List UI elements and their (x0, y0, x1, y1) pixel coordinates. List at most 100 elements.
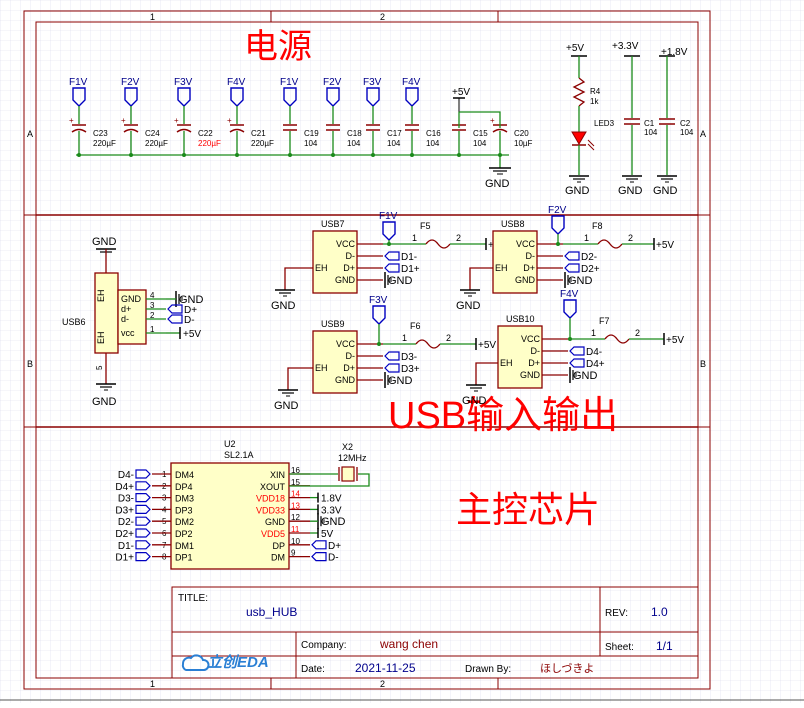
value-c23: 220µF (93, 139, 116, 148)
power-port-f2v-5-label: F2V (323, 77, 342, 88)
u2-net-d2p: D2+ (115, 528, 151, 540)
usb8-port: F2V (548, 205, 567, 235)
u2-net-1p8v: 1.8V (321, 494, 342, 505)
usb9-net-dp: D3+ (384, 363, 420, 375)
usb9-gnd-label: GND (388, 375, 413, 387)
title-block: TITLE: usb_HUB REV: 1.0 Company: wang ch… (171, 586, 699, 679)
usb8-pin-dp: D+ (523, 263, 535, 273)
usb8-eh-gnd-label: GND (456, 300, 481, 312)
crystal-x2: X2 12MHz (289, 442, 370, 487)
u2-pin-dm1: DM1 (175, 541, 194, 551)
usb6-gnd-top-label: GND (92, 236, 117, 248)
r4-ref: R4 (590, 87, 601, 96)
usb10-fuse-ref: F7 (599, 316, 610, 326)
u2-net-dp: D+ (311, 540, 341, 552)
usb9-fuse-pin2: 2 (446, 333, 451, 343)
usb7-net-dm-text: D1- (401, 252, 417, 263)
u2-net-d4m-text: D4- (118, 470, 134, 481)
usb6-pinnum-4: 4 (150, 291, 155, 300)
u2-pin-dp4: DP4 (175, 482, 193, 492)
u2-pinnum-11: 11 (291, 525, 300, 534)
polarity-c22: + (174, 116, 179, 125)
usb10-net-dp-text: D4+ (586, 359, 605, 370)
usb10-gnd-label: GND (573, 370, 598, 382)
company-value: wang chen (379, 637, 438, 651)
usb7-pin-dm: D- (346, 251, 356, 261)
usb7-port: F1V (379, 211, 398, 241)
usb10-fuse-symbol (604, 334, 630, 344)
sheet-value: 1/1 (656, 639, 673, 653)
usb8-gnd-label: GND (568, 275, 593, 287)
u2-pin-vdd33: VDD33 (256, 505, 285, 515)
polarity-c23: + (69, 116, 74, 125)
usb8-net-dm: D2- (564, 251, 597, 263)
u2-pin-dp3: DP3 (175, 505, 193, 515)
usb7-fuse-pin2: 2 (456, 233, 461, 243)
ref-c16: C16 (426, 129, 441, 138)
u2-pin-vdd5: VDD5 (261, 529, 285, 539)
row-label-b-right: B (700, 359, 706, 369)
u2-pinnum-14: 14 (291, 490, 300, 499)
title-label: TITLE: (178, 593, 208, 604)
usb6-pinnum-3: 3 (150, 301, 155, 310)
u2-net-dm: D- (311, 551, 339, 564)
usb8-out-label: +5V (656, 240, 674, 251)
controller-u2: U2 SL2.1A DM41D4-DP42D4+DM33D3-DP34D3+DM… (115, 439, 346, 570)
usb9-pin-dm: D- (346, 351, 356, 361)
usb10-net-dm: D4- (569, 346, 602, 358)
usb7-eh: EH (315, 263, 328, 273)
value-c17: 104 (387, 139, 401, 148)
sheet-label: Sheet: (605, 642, 634, 653)
power-section-title: 电源 (244, 28, 312, 66)
usb10-fuse-pin2: 2 (635, 328, 640, 338)
usb10-net-dm-text: D4- (586, 347, 602, 358)
company-label: Company: (301, 640, 347, 651)
usb6-eh-top: EH (96, 289, 106, 302)
r4-value: 1k (590, 97, 599, 106)
usb6-net-dm: D- (167, 314, 195, 326)
led-supply-label: +5V (566, 43, 584, 54)
value-c18: 104 (347, 139, 361, 148)
u2-pin-gnd: GND (265, 517, 286, 527)
usb8-fuse-ref: F8 (592, 221, 603, 231)
plus5v-label: +5V (452, 87, 470, 98)
usb8-pin-dm: D- (526, 251, 536, 261)
u2-pin-vdd18: VDD18 (256, 494, 285, 504)
usb9-fuse-symbol (415, 339, 441, 349)
usb6-pinnum-1: 1 (150, 325, 155, 334)
usb10-pin-vcc: VCC (521, 334, 541, 344)
usb9-eh-gnd-label: GND (274, 400, 299, 412)
value-c21: 220µF (251, 139, 274, 148)
power-gnd-label: GND (485, 178, 510, 190)
usb6-pin5: 5 (95, 365, 104, 370)
usb10-port: F4V (560, 289, 579, 319)
usb9-port: F3V (369, 295, 388, 325)
u2-net-d1p-text: D1+ (115, 553, 134, 564)
rev-label: REV: (605, 608, 628, 619)
date-value: 2021-11-25 (355, 661, 416, 675)
usb6-gnd-bottom-label: GND (92, 396, 117, 408)
row-label-a: A (27, 129, 33, 139)
date-label: Date: (301, 664, 325, 675)
usb7-fuse-pin1: 1 (412, 233, 417, 243)
usb8-eh: EH (495, 263, 508, 273)
power-5v-rail: +5V GND (76, 87, 511, 190)
usb9-eh-gnd: GND (274, 389, 299, 412)
u2-net-5v: 5V (321, 529, 334, 540)
u2-net-d1m-text: D1- (118, 541, 134, 552)
frame-labels: 1 2 1 2 A B A B (27, 12, 706, 689)
u2-pinnum-16: 16 (291, 466, 300, 475)
usb8-fuse-pin1: 1 (584, 233, 589, 243)
usb9-net-dp-text: D3+ (401, 364, 420, 375)
usb9-fuse-ref: F6 (410, 321, 421, 331)
usb6-ref: USB6 (62, 317, 86, 327)
u2-pinnum-13: 13 (291, 501, 300, 510)
usb8-net-dp: D2+ (564, 263, 600, 275)
row-label-b: B (27, 359, 33, 369)
usb7-gnd-label: GND (388, 275, 413, 287)
